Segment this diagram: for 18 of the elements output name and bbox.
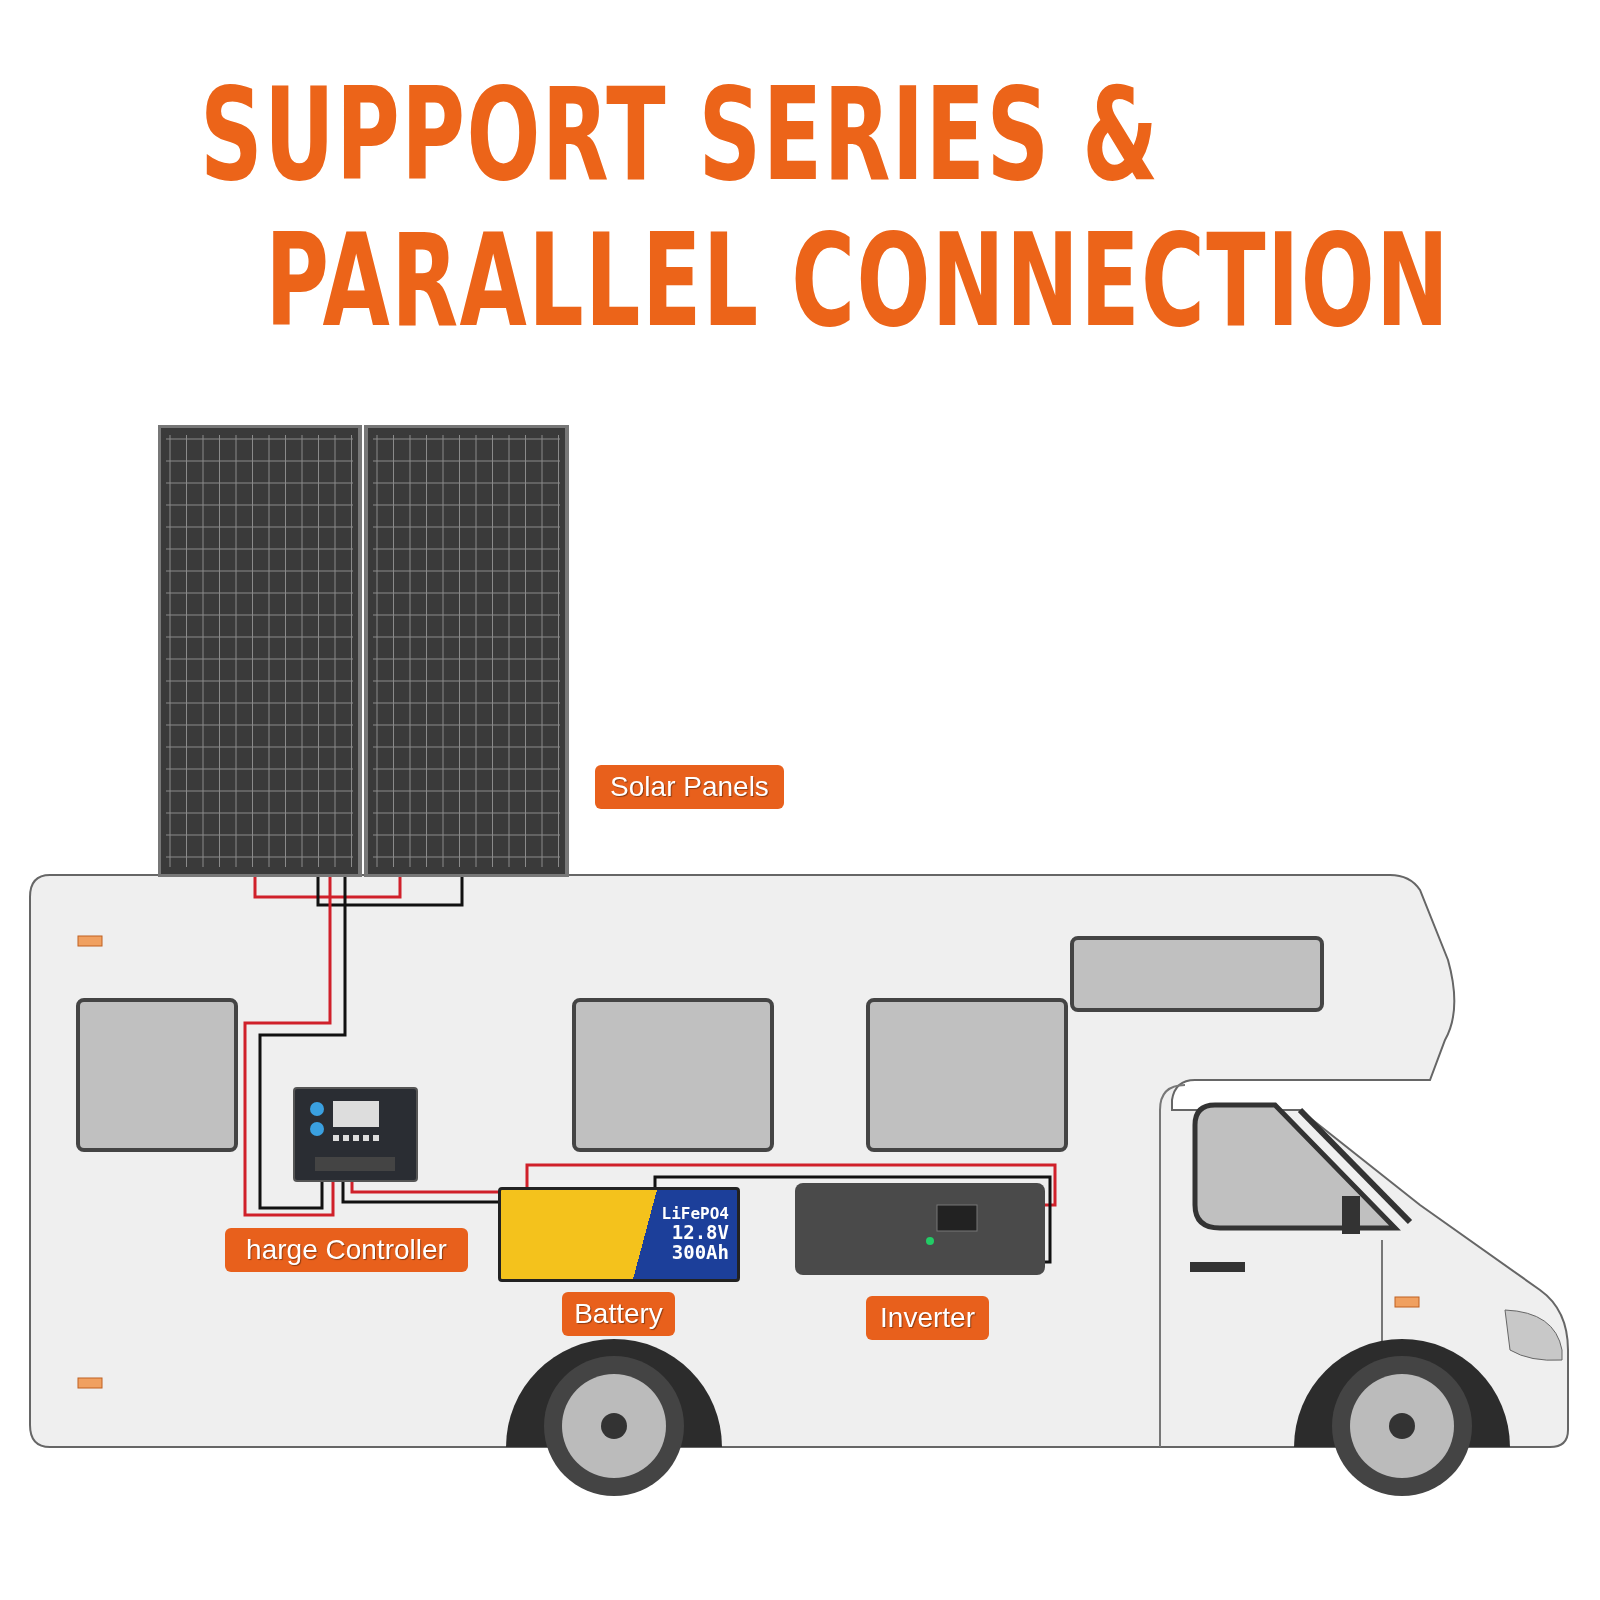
solar-panel-drawing bbox=[158, 425, 572, 877]
voltage-text: 12.8V bbox=[671, 1222, 729, 1243]
battery-type-text: LiFePO4 bbox=[661, 1206, 729, 1223]
wire bbox=[525, 1163, 1057, 1207]
wire bbox=[653, 1175, 1052, 1264]
wire bbox=[258, 877, 347, 1210]
callout-tag: Inverter bbox=[866, 1296, 989, 1340]
callout-tag: harge Controller bbox=[225, 1228, 468, 1272]
wire bbox=[341, 1182, 498, 1204]
wire bbox=[243, 877, 335, 1217]
charge-controller-drawing bbox=[293, 1087, 418, 1182]
callout-tag: Solar Panels bbox=[595, 765, 784, 809]
battery-drawing bbox=[498, 1187, 740, 1282]
capacity-text: 300Ah bbox=[671, 1242, 729, 1263]
heading: SUPPORT SERIES & PARALLEL CONNECTION bbox=[200, 62, 1452, 354]
callout-tag: Battery bbox=[562, 1292, 675, 1336]
inverter-drawing bbox=[795, 1183, 1045, 1275]
wire bbox=[350, 1182, 498, 1194]
